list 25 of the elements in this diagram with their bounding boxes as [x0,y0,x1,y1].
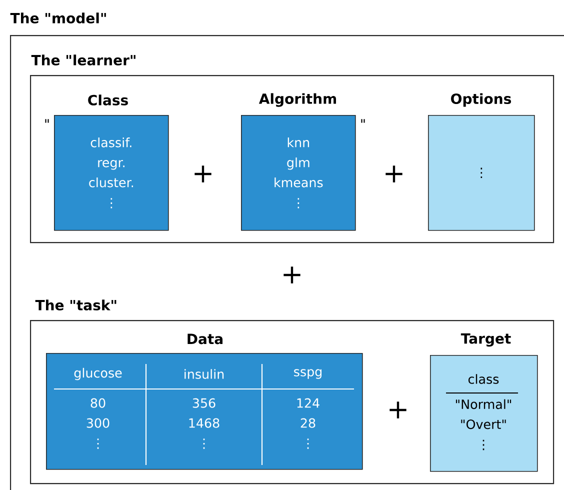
node-label: insulin [184,369,224,379]
box-heading: Target [460,333,511,347]
node-label: 80 300 ⋮ [86,398,110,449]
node-label: 356 1468 ⋮ [189,398,220,449]
component-box: knn glm kmeans ⋮ [241,115,356,231]
plus-sign: + [390,402,406,418]
frame-heading: The "model" [10,12,106,24]
plus-sign: + [284,266,300,284]
data-table: glucose 80 300 ⋮ insulin 356 1468 ⋮ sspg 124 28 ⋮ [46,353,363,470]
box-heading: Data [188,334,222,344]
quote-mark: " [45,119,49,123]
node-label: 124 28 ⋮ [297,398,320,449]
frame-heading: The "task" [35,300,116,310]
component-box: ⋮ [428,115,535,231]
box-heading: Options [451,93,512,107]
quote-mark: " [361,119,365,123]
target-table: class "Normal" "Overt" ⋮ [430,355,538,472]
node-label: glucose [74,368,122,380]
node-label: sspg [294,369,322,379]
box-heading: Class [88,94,128,106]
plus-sign: + [386,166,402,182]
frame-heading: The "learner" [31,54,136,66]
box-heading: Algorithm [258,93,336,107]
plus-sign: + [194,166,212,182]
component-box: classif. regr. cluster. ⋮ [54,115,169,231]
